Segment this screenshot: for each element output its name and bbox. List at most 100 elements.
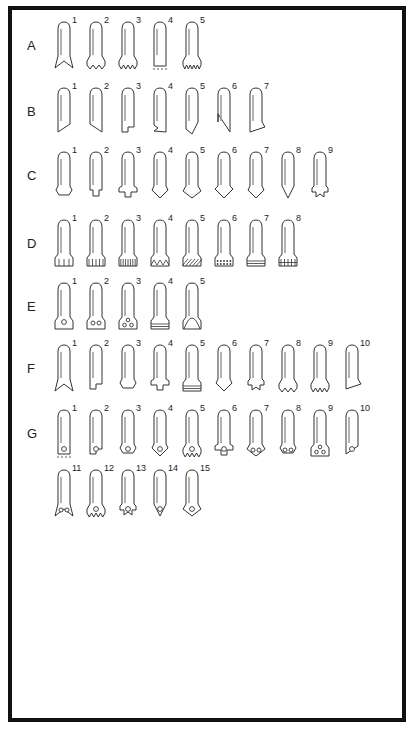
tip-marking — [183, 388, 201, 389]
tool-outline — [215, 152, 233, 198]
callout-number: 10 — [360, 339, 370, 348]
tool-shading — [92, 95, 94, 121]
tip-dot — [217, 260, 219, 262]
tool-shading — [284, 159, 286, 185]
tip-hole — [322, 450, 326, 454]
tip-marking — [182, 259, 188, 266]
tool-outline — [119, 152, 137, 197]
tool-outline — [279, 345, 297, 392]
callout-number: 1 — [72, 339, 77, 348]
tool-outline — [119, 22, 137, 69]
tip-marking — [120, 259, 121, 266]
callout-number: 5 — [200, 82, 205, 91]
callout-number: 15 — [200, 464, 210, 473]
tool-outline — [90, 345, 102, 389]
tip-marking — [189, 259, 195, 266]
tool-outline — [215, 410, 233, 455]
chisel-tool — [87, 22, 105, 69]
tip-dot — [230, 260, 232, 262]
tool-outline — [218, 88, 230, 132]
tool-outline — [87, 283, 105, 329]
chisel-tool — [55, 22, 73, 68]
chisel-tool — [218, 88, 230, 132]
row-letter: F — [27, 362, 35, 375]
tool-shading — [156, 159, 158, 185]
chisel-tool — [311, 345, 329, 392]
tool-shading — [156, 290, 158, 316]
callout-number: 8 — [296, 214, 301, 223]
callout-number: 4 — [168, 277, 173, 286]
tip-marking — [123, 259, 124, 266]
callout-number: 11 — [72, 464, 81, 473]
chisel-tool — [90, 410, 102, 454]
callout-number: 3 — [136, 404, 141, 413]
tool-shading — [220, 352, 222, 378]
tool-outline — [183, 22, 201, 69]
tip-hole — [65, 508, 69, 512]
callout-number: 5 — [200, 339, 205, 348]
tool-outline — [87, 220, 105, 266]
tip-hole — [126, 447, 131, 452]
row-letter: D — [27, 237, 36, 250]
tip-hole — [62, 320, 67, 325]
tool-shading — [316, 352, 318, 378]
tool-shading — [60, 29, 62, 55]
tool-shading — [92, 29, 94, 55]
tool-shading — [220, 95, 222, 121]
tool-outline — [183, 152, 201, 198]
callout-number: 2 — [104, 16, 109, 25]
tool-shading — [316, 417, 318, 443]
chisel-tool — [119, 220, 137, 266]
tip-hole — [222, 447, 227, 452]
tool-shading — [124, 477, 126, 503]
callout-number: 1 — [72, 146, 77, 155]
tool-outline — [56, 152, 72, 195]
tip-marking — [193, 259, 199, 266]
chisel-tool — [247, 220, 265, 266]
tip-dot — [226, 263, 228, 265]
tool-group — [55, 22, 361, 517]
tip-marking — [196, 259, 202, 266]
tool-shading — [188, 29, 190, 55]
chisel-tool — [56, 152, 72, 195]
tool-outline — [311, 345, 329, 392]
chisel-tool — [120, 345, 136, 388]
tool-outline — [311, 410, 329, 456]
tool-outline — [90, 410, 102, 454]
row-letter: B — [27, 105, 36, 118]
tool-outline — [87, 470, 105, 517]
tool-shading — [92, 417, 94, 443]
tip-hole — [91, 321, 95, 325]
tool-outline — [55, 470, 73, 516]
tool-outline — [87, 22, 105, 69]
tool-outline — [279, 220, 297, 266]
tip-marking — [151, 324, 169, 325]
tip-marking — [132, 259, 133, 266]
chisel-tool — [55, 470, 73, 516]
tool-outline — [90, 88, 102, 132]
tip-marking — [186, 259, 192, 266]
chisel-tool — [120, 410, 136, 453]
tool-shading — [348, 417, 350, 443]
tip-hole — [94, 447, 99, 452]
callout-number: 2 — [104, 339, 109, 348]
tool-outline — [183, 410, 201, 457]
tool-outline — [151, 220, 169, 266]
chisel-tool — [346, 345, 361, 389]
tool-shading — [284, 417, 286, 443]
chisel-tool — [87, 220, 105, 266]
callout-number: 10 — [360, 404, 370, 413]
chisel-tool — [90, 345, 102, 389]
tool-outline — [216, 345, 232, 391]
tool-shading — [124, 227, 126, 253]
callout-number: 12 — [104, 464, 114, 473]
chisel-tool — [250, 88, 265, 132]
tool-shading — [220, 159, 222, 185]
tool-shading — [124, 352, 126, 378]
chisel-tool — [151, 283, 169, 329]
chisel-tool — [58, 88, 70, 132]
tool-shading — [92, 290, 94, 316]
tool-shading — [156, 227, 158, 253]
chisel-tool — [119, 152, 137, 197]
